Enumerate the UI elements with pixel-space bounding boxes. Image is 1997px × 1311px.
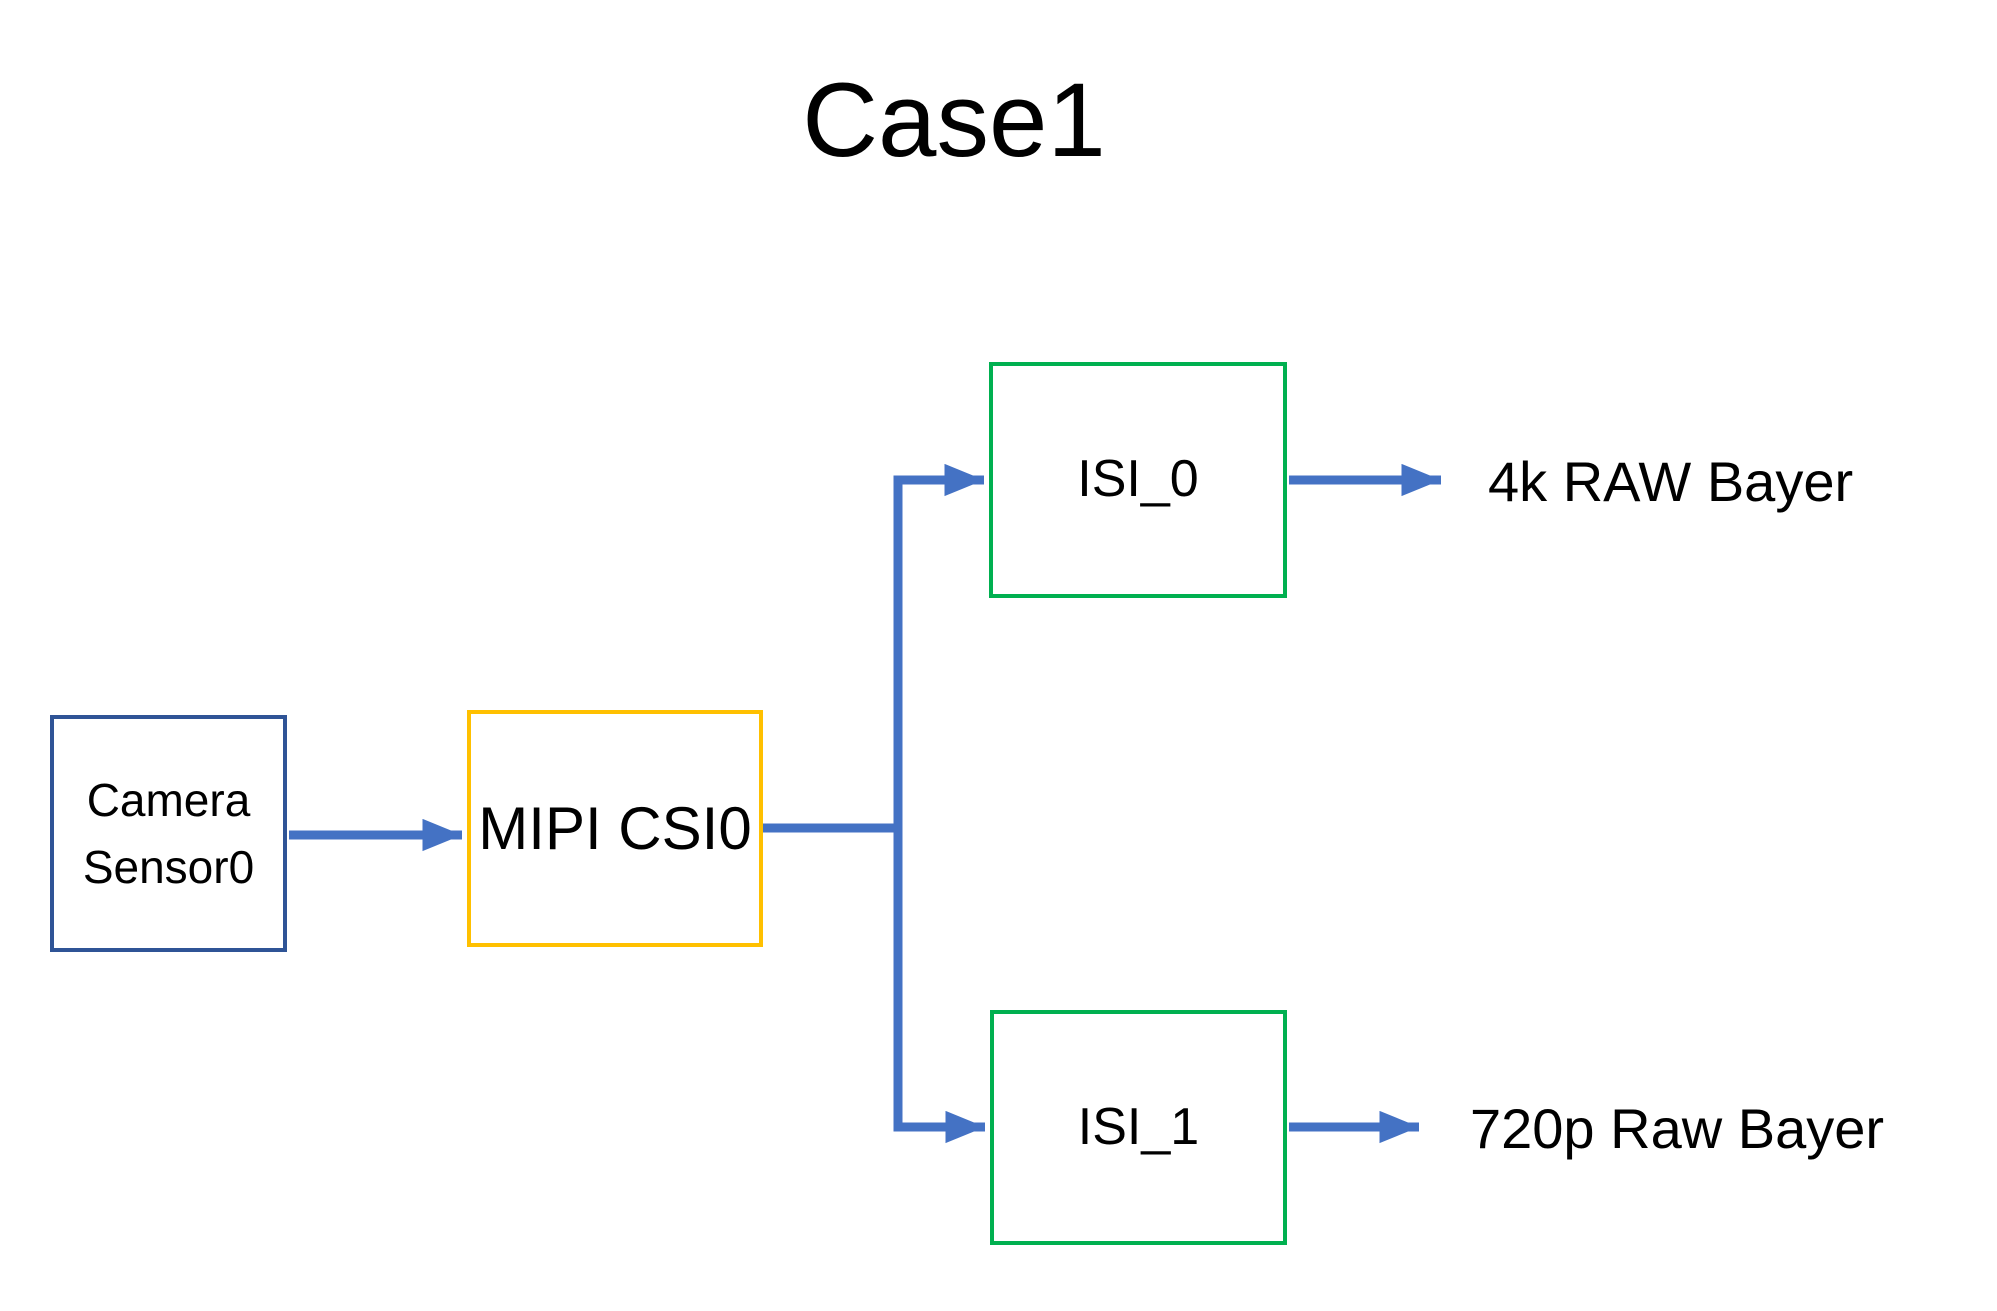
node-camera-sensor0-label: Camera Sensor0	[82, 773, 255, 893]
output-label-isi1: 720p Raw Bayer	[1470, 1097, 1885, 1160]
edge-csi-to-isi0	[763, 463, 984, 833]
node-isi-0: ISI_0	[989, 362, 1287, 598]
node-isi-1-label: ISI_1	[1077, 1097, 1200, 1156]
edge-csi-to-isi1	[893, 828, 985, 1144]
node-mipi-csi0-label: MIPI CSI0	[478, 795, 752, 862]
node-camera-sensor0: Camera Sensor0	[50, 715, 287, 952]
node-mipi-csi0: MIPI CSI0	[467, 710, 763, 947]
diagram-title: Case1	[802, 62, 1106, 179]
node-isi-1: ISI_1	[990, 1010, 1287, 1245]
node-isi-0-label: ISI_0	[1077, 450, 1199, 509]
output-label-isi0: 4k RAW Bayer	[1488, 450, 1854, 513]
